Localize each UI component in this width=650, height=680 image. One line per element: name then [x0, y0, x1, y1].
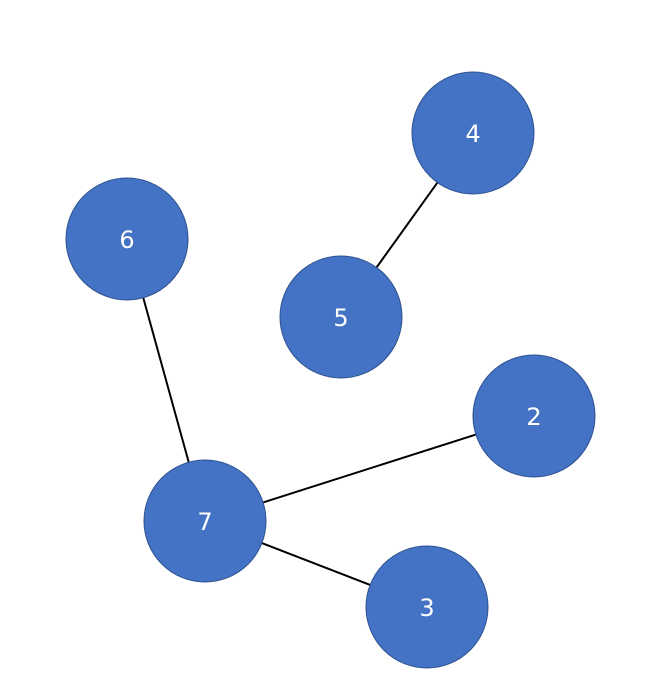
node-circle-2 [472, 354, 596, 478]
node-circle-4 [411, 71, 535, 195]
node-label-4: 4 [465, 120, 480, 148]
node-label-2: 2 [526, 403, 541, 431]
edge-7-3 [261, 542, 371, 586]
node-3: 3 [365, 545, 489, 669]
node-circle-3 [365, 545, 489, 669]
edge-4-5 [375, 181, 439, 269]
node-6: 6 [65, 177, 189, 301]
node-label-7: 7 [197, 508, 212, 536]
node-label-6: 6 [119, 226, 134, 254]
edge-6-7 [142, 297, 190, 463]
node-2: 2 [472, 354, 596, 478]
node-circle-5 [279, 255, 403, 379]
node-4: 4 [411, 71, 535, 195]
node-label-3: 3 [419, 594, 434, 622]
node-label-5: 5 [333, 304, 348, 332]
node-circle-6 [65, 177, 189, 301]
edge-7-2 [262, 433, 477, 504]
node-5: 5 [279, 255, 403, 379]
node-7: 7 [143, 459, 267, 583]
node-circle-7 [143, 459, 267, 583]
